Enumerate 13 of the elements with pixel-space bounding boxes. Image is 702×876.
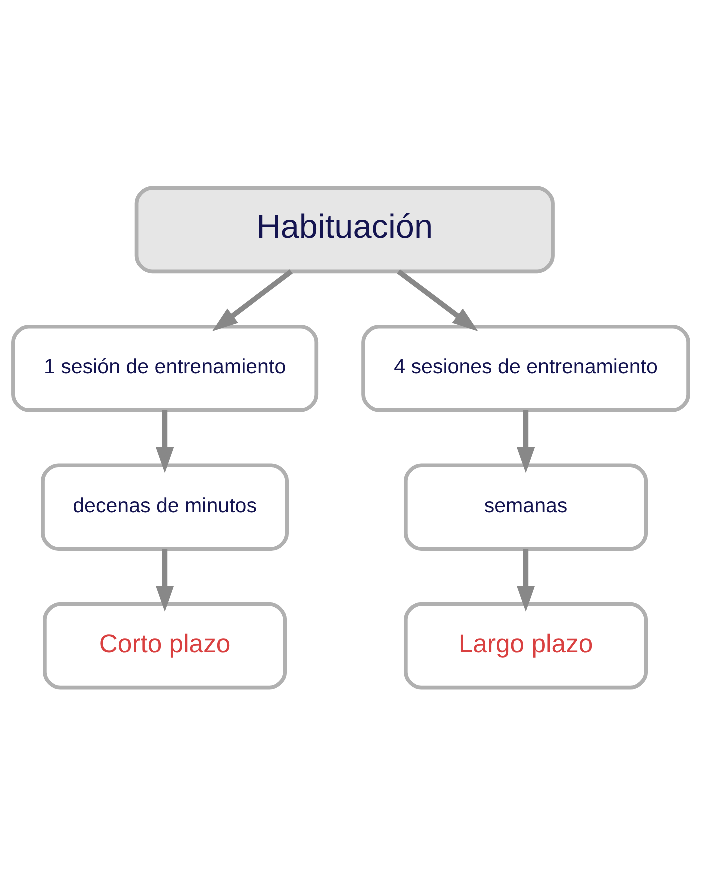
node-box: semanas — [404, 464, 648, 552]
arrow — [156, 549, 174, 612]
node-box: Habituación — [134, 186, 555, 274]
node-box: decenas de minutos — [41, 464, 290, 552]
node-box: Corto plazo — [43, 602, 288, 690]
arrow — [212, 270, 293, 332]
arrow — [517, 410, 536, 474]
arrow — [517, 549, 536, 612]
node-box: Largo plazo — [404, 602, 648, 690]
node-box: 4 sesiones de entrenamiento — [362, 324, 690, 412]
node-box: 1 sesión de entrenamiento — [12, 324, 319, 412]
arrow — [397, 270, 478, 332]
arrow — [156, 410, 174, 474]
